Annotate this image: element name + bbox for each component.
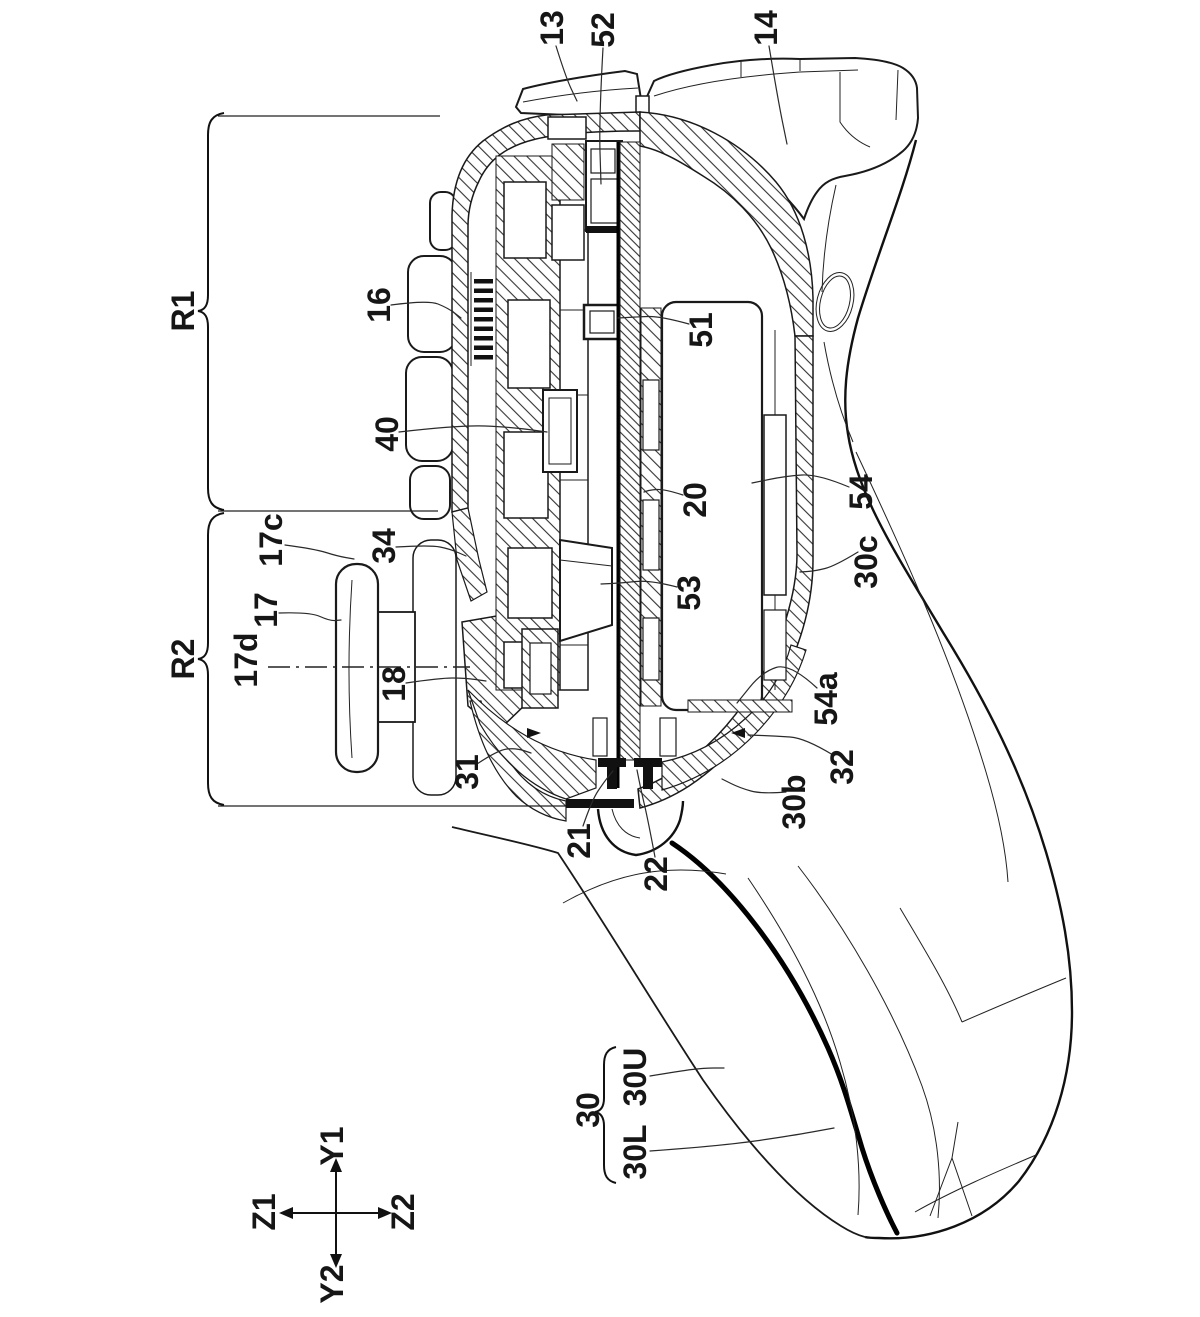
ref-label-17: 17 [248, 592, 284, 628]
ref-label-17c: 17c [253, 513, 289, 566]
key-spring-comb [470, 272, 493, 366]
dpad-key-lower [405, 356, 454, 462]
bottom-bumper [596, 800, 685, 857]
axis-arrow-right [378, 1207, 392, 1219]
ref-label-30c: 30c [848, 535, 884, 588]
leader-line-34 [395, 545, 467, 557]
brace-r1 [197, 112, 225, 511]
ref-label-22: 22 [638, 856, 674, 892]
leader-line-16 [390, 301, 462, 319]
axis-label-y2: Y2 [314, 1264, 350, 1303]
axis-arrow-down [330, 1254, 342, 1268]
axis-arrow-up [330, 1158, 342, 1172]
ref-label-40: 40 [369, 416, 405, 452]
section-arrow-32-right [731, 728, 745, 738]
internal-components [470, 116, 793, 857]
ref-label-16: 16 [361, 287, 397, 323]
axis-label-z2: Z2 [385, 1193, 421, 1230]
ref-label-18: 18 [376, 666, 412, 702]
small-button-bump-2 [409, 465, 451, 520]
section-arrow-32-left [527, 728, 541, 738]
ref-label-34: 34 [366, 528, 402, 564]
leader-line-51 [617, 315, 690, 325]
ref-label-30L: 30L [617, 1124, 653, 1179]
axis-indicator: Y1 Y2 Z1 Z2 [246, 1126, 421, 1303]
leader-line-13 [555, 45, 578, 102]
ref-label-54a: 54a [808, 672, 844, 726]
rear-board-54 [763, 414, 787, 596]
analog-stick-cap [334, 562, 380, 774]
leader-line-21 [582, 770, 614, 827]
leader-line-31 [476, 748, 532, 765]
screw-boss-21 [598, 758, 626, 789]
leader-line-32 [747, 734, 834, 756]
leader-line-17 [278, 612, 342, 622]
leader-line-52 [599, 47, 604, 185]
ref-label-31: 31 [449, 754, 485, 790]
ref-label-30: 30 [570, 1092, 606, 1128]
ref-label-20: 20 [677, 482, 713, 518]
axis-arrow-left [279, 1207, 293, 1219]
upper-rear-shell [639, 111, 814, 337]
lightbar-hole [815, 272, 855, 332]
screw-boss-22 [634, 758, 662, 789]
leader-line-17c [284, 544, 355, 560]
leader-line-22 [636, 769, 656, 858]
brace-r2 [197, 512, 225, 806]
dpad-key-upper [407, 255, 457, 353]
leader-line-54 [751, 474, 850, 488]
ref-label-30b: 30b [776, 774, 812, 829]
leader-line-30L [649, 1127, 835, 1152]
leader-line-30c [799, 551, 859, 573]
ref-label-R2: R2 [165, 639, 201, 680]
grip-outline [451, 139, 1074, 1240]
leader-line-30U [649, 1067, 725, 1077]
ref-label-17d: 17d [228, 632, 264, 687]
ref-label-14: 14 [748, 10, 784, 46]
leader-line-53 [600, 580, 678, 588]
bottom-plate [566, 799, 634, 808]
leader-line-40 [398, 425, 548, 433]
leader-line-30b [721, 778, 787, 794]
ref-label-13: 13 [534, 10, 570, 46]
ref-label-32: 32 [824, 749, 860, 785]
ref-label-51: 51 [683, 312, 719, 348]
front-controls [334, 191, 457, 796]
reference-annotations [197, 112, 617, 1184]
ref-label-52: 52 [585, 12, 621, 48]
shell-seam-line [669, 840, 900, 1236]
ref-label-53: 53 [671, 575, 707, 611]
ref-label-R1: R1 [165, 291, 201, 332]
leader-line-54a [736, 666, 818, 704]
leader-line-14 [768, 45, 788, 145]
mid-frame-spine [619, 141, 641, 761]
axis-label-z1: Z1 [246, 1193, 282, 1230]
front-shell-band [451, 111, 641, 513]
ref-label-54: 54 [843, 474, 879, 510]
leader-line-20 [643, 488, 684, 496]
ref-label-30U: 30U [617, 1048, 653, 1107]
ref-label-21: 21 [561, 823, 597, 859]
leader-line-18 [405, 677, 487, 684]
brace-30-group [594, 1046, 617, 1184]
component-53 [559, 538, 613, 643]
axis-label-y1: Y1 [314, 1126, 350, 1165]
